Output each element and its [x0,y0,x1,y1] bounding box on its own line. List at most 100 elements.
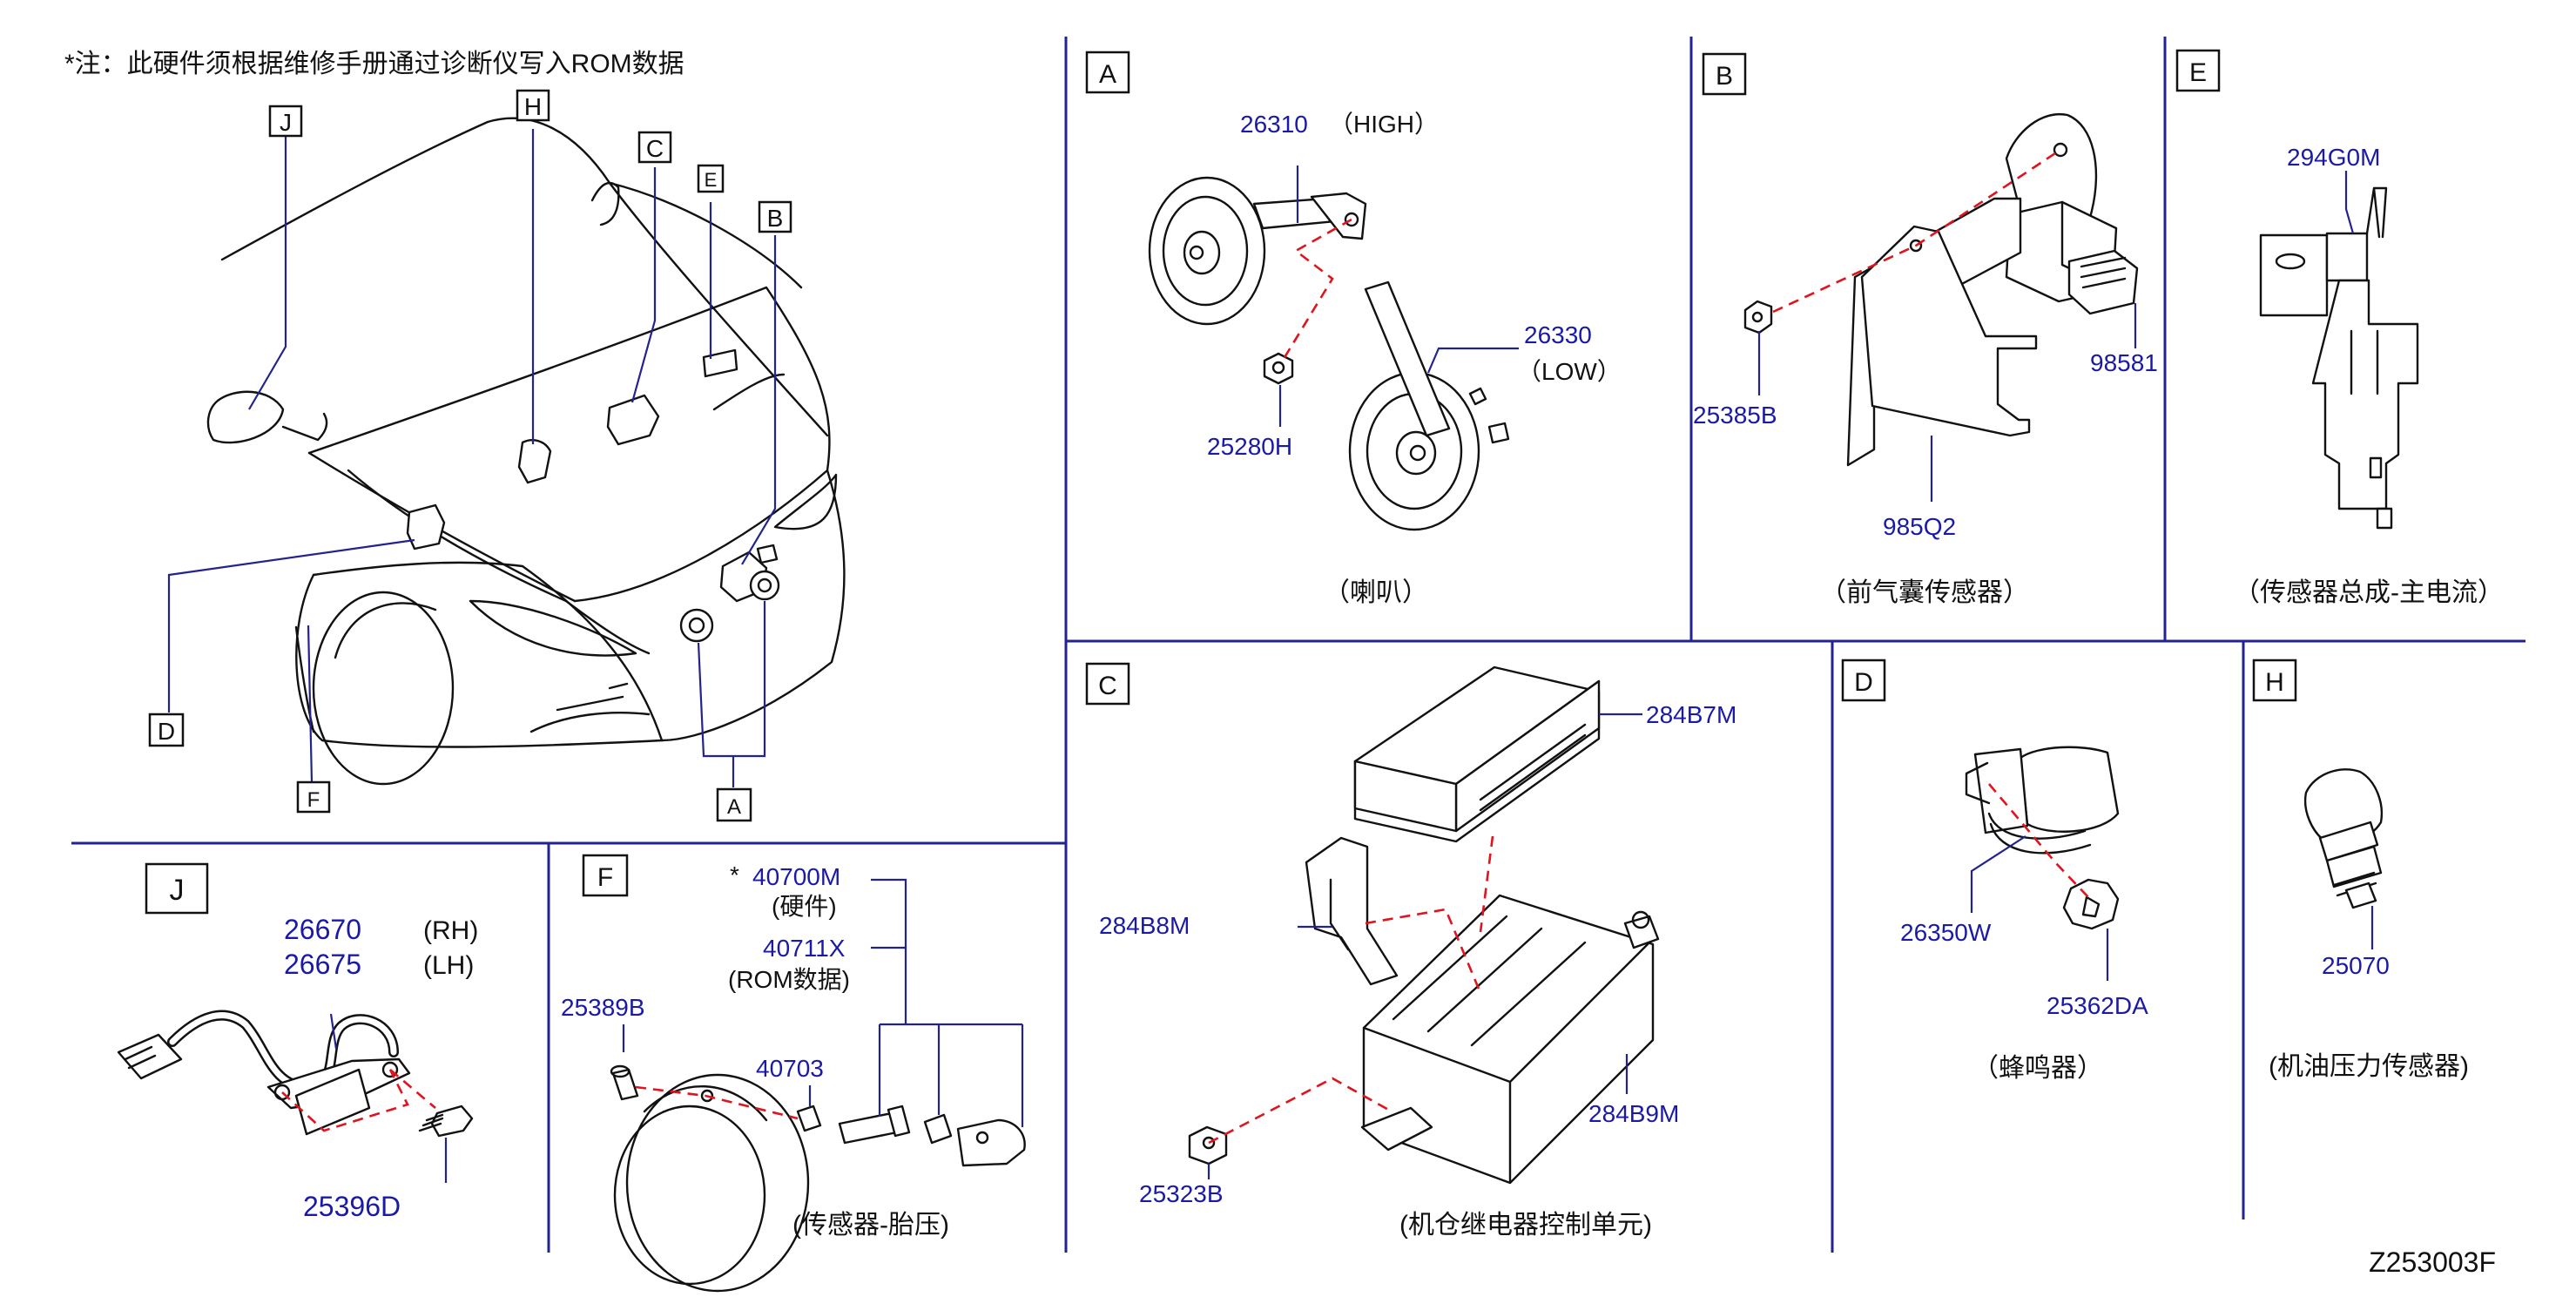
svg-text:D: D [1854,668,1873,697]
part-40700M-note: (硬件) [772,893,837,920]
housing-284B9M-drawing [1360,894,1660,1185]
panel-H-caption: (机油压力传感器) [2269,1052,2469,1081]
cover-284B7M-drawing [1353,665,1601,843]
part-40711X-note: (ROM数据) [728,966,850,993]
part-26330: 26330 [1524,321,1592,348]
part-25385B: 25385B [1693,402,1777,429]
part-25070: 25070 [2322,952,2390,979]
bolt-25362DA-drawing [2062,878,2120,930]
panel-A-horn: A 26310 （HIGH） 26330 （ [1085,51,1622,607]
svg-text:B: B [1716,62,1733,91]
bolt-25396D-drawing [418,1104,474,1138]
part-40700M-star: * [730,861,739,888]
panel-J-height-sensor: J 26670 (RH) 26675 (LH) 25396D [117,862,478,1222]
svg-text:B: B [767,205,784,232]
part-26675: 26675 [284,949,361,980]
part-26670-note: (RH) [423,916,478,945]
panel-F-caption: (传感器-胎压) [792,1211,949,1240]
svg-text:F: F [307,788,320,812]
overview-callout-B[interactable]: B [758,200,792,233]
rom-note: *注：此硬件须根据维修手册通过诊断仪写入ROM数据 [64,50,684,78]
svg-text:E: E [705,169,718,191]
overview-callout-F[interactable]: F [296,780,331,814]
panel-E-current-sensor: E 294G0M （传感器总成-主电流） [2175,49,2504,607]
sensor-294G0M-drawing [2259,186,2419,530]
nut-25385B-drawing [1743,300,1773,334]
part-294G0M: 294G0M [2287,144,2380,171]
svg-text:A: A [1099,60,1116,89]
panel-C-caption: (机仓继电器控制单元) [1399,1211,1652,1240]
overview-callout-H[interactable]: H [516,89,550,122]
nut-25280H-drawing [1263,352,1294,385]
panel-D-buzzer: D 26350W 25362DA （蜂鸣器） [1841,659,2148,1083]
part-25396D: 25396D [303,1191,401,1222]
overview-callout-J[interactable]: J [268,105,303,138]
sensor-98581-drawing [2005,112,2139,315]
part-26670: 26670 [284,914,361,945]
part-26350W: 26350W [1900,919,1992,946]
part-26330-note: （LOW） [1517,358,1622,385]
part-26310: 26310 [1240,111,1308,138]
clip-25323B-drawing [1188,1125,1228,1165]
part-25362DA: 25362DA [2047,992,2148,1019]
svg-text:A: A [727,795,741,819]
part-25280H: 25280H [1207,433,1292,460]
drawing-id: Z253003F [2369,1246,2496,1278]
part-26675-note: (LH) [423,951,474,980]
car-overview-drawing [206,117,846,786]
panel-B-airbag-sensor: B 25385B 98581 985Q2 （前气囊传感器） [1693,52,2158,607]
svg-text:H: H [2265,668,2284,697]
panel-A-label: A [1085,51,1130,94]
part-40711X: 40711X [763,935,846,962]
buzzer-26350W-drawing [1965,746,2120,855]
panel-H-oil-pressure-sensor: H 25070 (机油压力传感器) [2252,659,2469,1081]
horn-high-drawing [1148,176,1367,326]
panel-A-caption: （喇叭） [1324,578,1428,607]
svg-text:J: J [280,109,292,136]
svg-text:E: E [2189,58,2207,87]
bracket-985Q2-drawing [1846,197,2038,467]
sensor-26670-drawing [117,1010,411,1136]
sensor-25070-drawing [2303,768,2384,909]
part-985Q2: 985Q2 [1883,513,1956,540]
panel-D-caption: （蜂鸣器） [1972,1054,2103,1083]
part-40703: 40703 [756,1055,824,1082]
sensor-assembly-drawing [838,1104,1026,1167]
part-26310-note: （HIGH） [1329,111,1439,138]
panel-D-label: D [1841,659,1886,702]
panel-H-label: H [2252,659,2297,702]
cap-25389B-drawing [610,1064,639,1101]
panel-C-label: C [1085,662,1130,706]
part-25323B: 25323B [1139,1180,1224,1207]
part-284B8M: 284B8M [1099,912,1190,939]
svg-text:C: C [1098,672,1117,700]
panel-C-relay-control-unit: C 284B7M [1085,662,1736,1240]
overview-callout-D[interactable]: D [148,713,185,747]
wheel-rim-drawing [613,1073,810,1293]
svg-text:D: D [158,718,175,745]
part-98581: 98581 [2090,349,2158,376]
part-40700M: 40700M [752,863,840,890]
valve-40703-drawing [796,1104,822,1132]
horn-low-drawing [1348,280,1510,531]
panel-B-label: B [1702,52,1747,96]
svg-text:F: F [597,863,613,892]
panel-E-caption: （传感器总成-主电流） [2234,578,2504,607]
part-25389B: 25389B [561,994,645,1021]
panel-F-tire-pressure-sensor: F * 40700M (硬件) [561,854,1026,1293]
overview-callout-C[interactable]: C [637,131,672,164]
bracket-284B8M-drawing [1305,836,1399,986]
svg-text:H: H [524,93,542,120]
part-284B9M: 284B9M [1588,1100,1679,1127]
overview-callout-E[interactable]: E [697,164,725,193]
panel-B-caption: （前气囊传感器） [1820,578,2029,607]
panel-dividers [71,37,2525,1253]
svg-text:C: C [646,135,664,162]
panel-E-label: E [2175,49,2221,92]
overview-callout-A[interactable]: A [716,787,752,822]
overview-leaders [167,129,777,787]
panel-F-label: F [582,854,629,897]
part-284B7M: 284B7M [1646,701,1736,728]
